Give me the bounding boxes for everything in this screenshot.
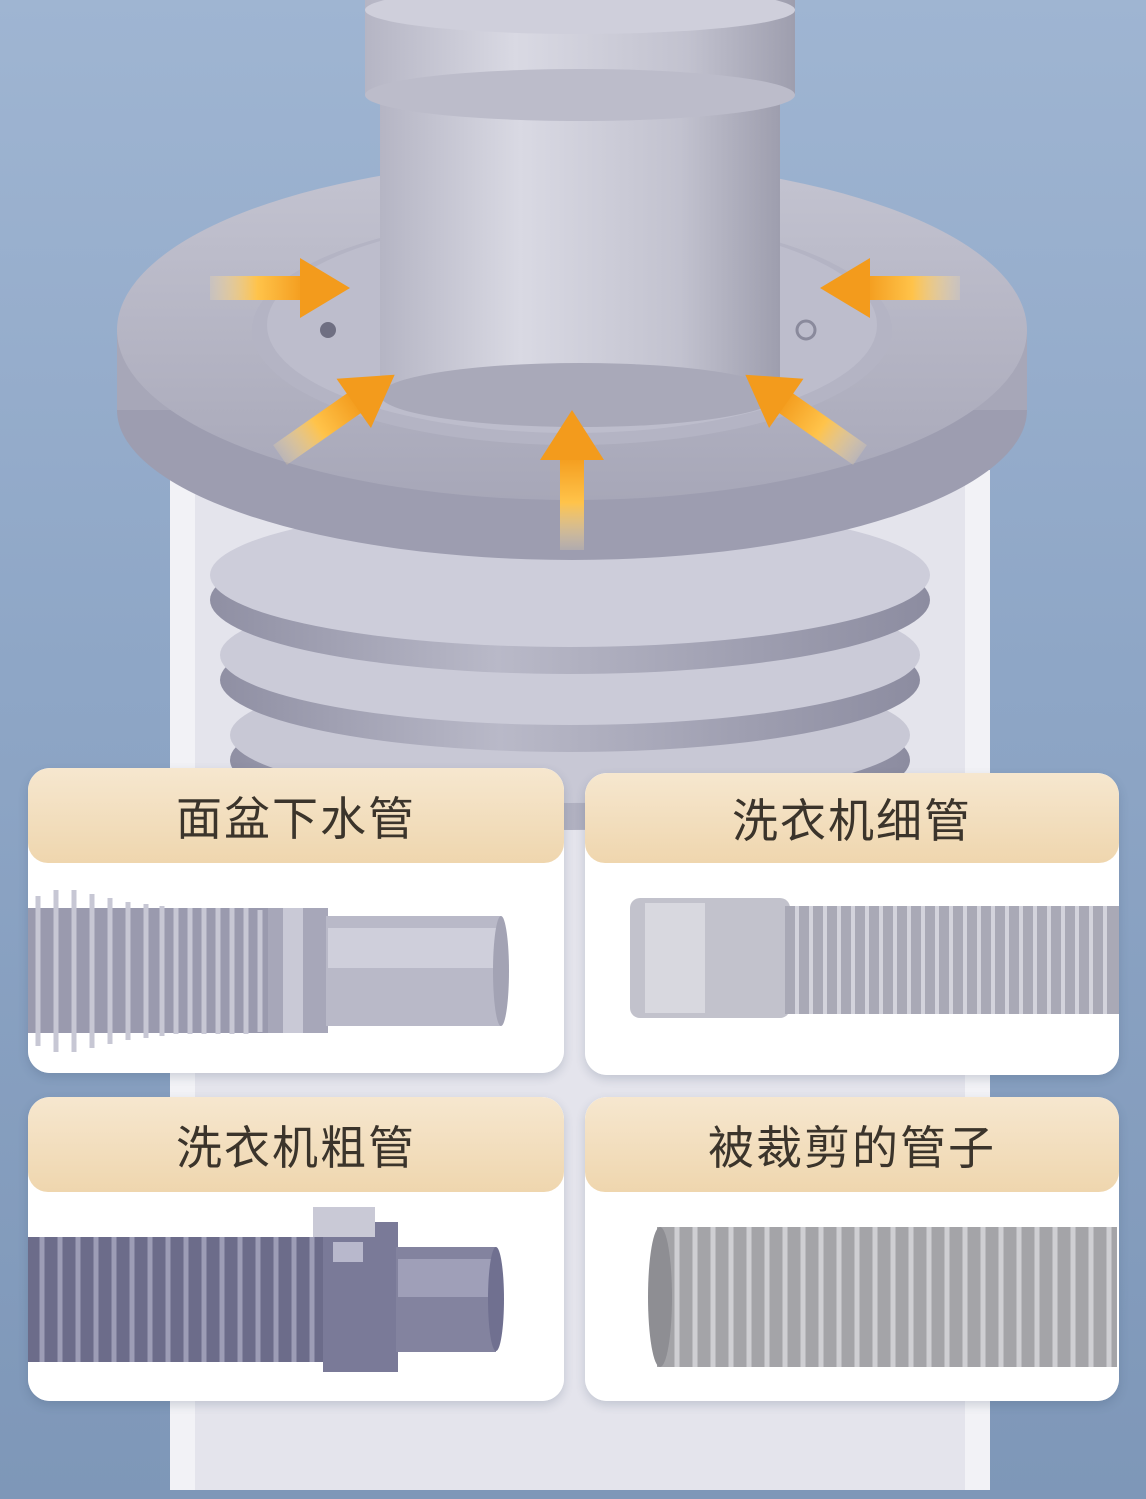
cut-hose-image xyxy=(585,1197,1119,1401)
card-washer-thin-hose: 洗衣机细管 xyxy=(585,773,1119,1075)
card-header: 被裁剪的管子 xyxy=(585,1097,1119,1192)
basin-drain-hose-image xyxy=(28,868,564,1073)
card-header: 洗衣机粗管 xyxy=(28,1097,564,1192)
card-washer-thick-hose: 洗衣机粗管 xyxy=(28,1097,564,1401)
card-title: 洗衣机粗管 xyxy=(176,1120,416,1175)
inlet-pipe xyxy=(365,0,795,427)
washer-thick-hose-image xyxy=(28,1197,564,1401)
card-header: 面盆下水管 xyxy=(28,768,564,863)
card-cut-hose: 被裁剪的管子 xyxy=(585,1097,1119,1401)
card-title: 被裁剪的管子 xyxy=(708,1120,996,1175)
card-basin-drain-hose: 面盆下水管 xyxy=(28,768,564,1073)
washer-thin-hose-image xyxy=(585,868,1119,1075)
compression-arrows xyxy=(210,258,960,550)
card-title: 洗衣机细管 xyxy=(732,794,972,848)
card-header: 洗衣机细管 xyxy=(585,773,1119,863)
card-title: 面盆下水管 xyxy=(176,791,416,846)
